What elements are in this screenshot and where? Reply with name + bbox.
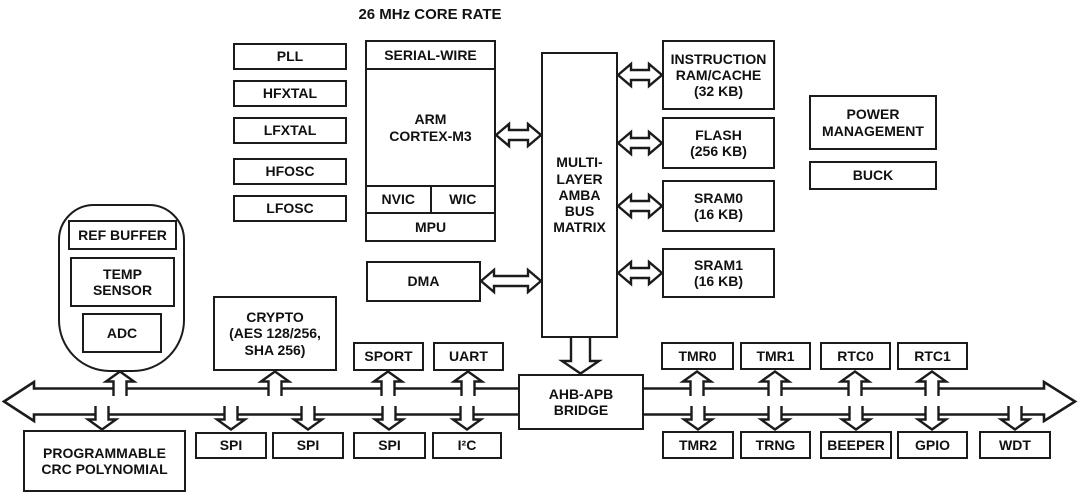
conn-matrix-sram1-arrow xyxy=(616,259,664,287)
conn-bus-rtc0-arrow xyxy=(837,370,873,396)
conn-bus-spi0-arrow xyxy=(213,406,249,431)
arm-cortex-m3-core: ARM CORTEX-M3 xyxy=(389,111,472,144)
i2c-block: I²C xyxy=(432,432,502,459)
conn-bus-crc-arrow xyxy=(84,406,120,431)
hfosc-block: HFOSC xyxy=(233,158,347,185)
wic-block: WIC xyxy=(449,191,477,208)
pll-block: PLL xyxy=(233,43,347,70)
rtc1-block: RTC1 xyxy=(897,342,968,370)
conn-bus-spi2-arrow xyxy=(371,406,407,431)
sport-block: SPORT xyxy=(353,342,424,371)
temp-sensor-block: TEMP SENSOR xyxy=(70,257,175,307)
conn-bus-crypto-arrow xyxy=(257,370,293,396)
conn-bus-spi1-arrow xyxy=(290,406,326,431)
crypto-block: CRYPTO (AES 128/256, SHA 256) xyxy=(213,296,337,371)
rtc0-block: RTC0 xyxy=(820,342,891,370)
conn-bus-beeper-arrow xyxy=(838,406,874,431)
hfxtal-block: HFXTAL xyxy=(233,80,347,107)
conn-bus-tmr1-arrow xyxy=(757,370,793,396)
buck-block: BUCK xyxy=(809,161,937,190)
tmr0-block: TMR0 xyxy=(661,342,734,370)
conn-bus-tmr2-arrow xyxy=(680,406,716,431)
wdt-block: WDT xyxy=(979,431,1051,459)
flash-block: FLASH (256 KB) xyxy=(662,117,775,169)
conn-matrix-iram-arrow xyxy=(616,61,664,89)
mpu-block: MPU xyxy=(367,212,494,240)
conn-bus-wdt-arrow xyxy=(997,406,1033,431)
conn-cortex-matrix-arrow xyxy=(494,121,543,149)
trng-block: TRNG xyxy=(740,431,811,459)
crc-block: PROGRAMMABLE CRC POLYNOMIAL xyxy=(23,430,186,492)
conn-dma-matrix-arrow xyxy=(479,267,543,295)
conn-bus-tmr0-arrow xyxy=(679,370,715,396)
sram0-block: SRAM0 (16 KB) xyxy=(662,180,775,232)
tmr2-block: TMR2 xyxy=(662,431,734,459)
conn-bus-sport-arrow xyxy=(370,370,406,396)
spi-block: SPI xyxy=(353,432,426,459)
instruction-ram-block: INSTRUCTION RAM/CACHE (32 KB) xyxy=(662,40,775,110)
spi-block: SPI xyxy=(272,432,344,459)
ahb-apb-bridge-block: AHB-APB BRIDGE xyxy=(518,374,644,430)
conn-bus-rtc1-arrow xyxy=(914,370,950,396)
lfosc-block: LFOSC xyxy=(233,195,347,222)
conn-bus-gpio-arrow xyxy=(914,406,950,431)
tmr1-block: TMR1 xyxy=(740,342,811,370)
nvic-wic-row: NVIC WIC xyxy=(367,185,494,212)
conn-bus-uart-arrow xyxy=(450,370,486,396)
serial-wire-block: SERIAL-WIRE xyxy=(367,42,494,70)
nvic-block: NVIC xyxy=(367,187,432,212)
ref-buffer-block: REF BUFFER xyxy=(68,220,177,250)
conn-bus-i2c-arrow xyxy=(449,406,485,431)
conn-matrix-flash-arrow xyxy=(616,129,664,157)
core-rate-label: 26 MHz CORE RATE xyxy=(358,6,502,23)
conn-bus-adc-arrow xyxy=(102,370,138,396)
beeper-block: BEEPER xyxy=(820,431,892,459)
power-management-block: POWER MANAGEMENT xyxy=(809,95,937,150)
conn-bus-trng-arrow xyxy=(757,406,793,431)
lfxtal-block: LFXTAL xyxy=(233,117,347,144)
conn-matrix-sram0-arrow xyxy=(616,192,664,220)
adc-block: ADC xyxy=(82,313,162,353)
spi-block: SPI xyxy=(195,432,267,459)
conn-matrix-bridge-arrow xyxy=(558,338,603,375)
sram1-block: SRAM1 (16 KB) xyxy=(662,248,775,298)
amba-bus-matrix-block: MULTI- LAYER AMBA BUS MATRIX xyxy=(541,52,618,338)
dma-block: DMA xyxy=(366,261,481,302)
arm-cortex-block: SERIAL-WIRE ARM CORTEX-M3 NVIC WIC MPU xyxy=(365,40,496,242)
uart-block: UART xyxy=(433,342,504,371)
gpio-block: GPIO xyxy=(897,431,968,459)
